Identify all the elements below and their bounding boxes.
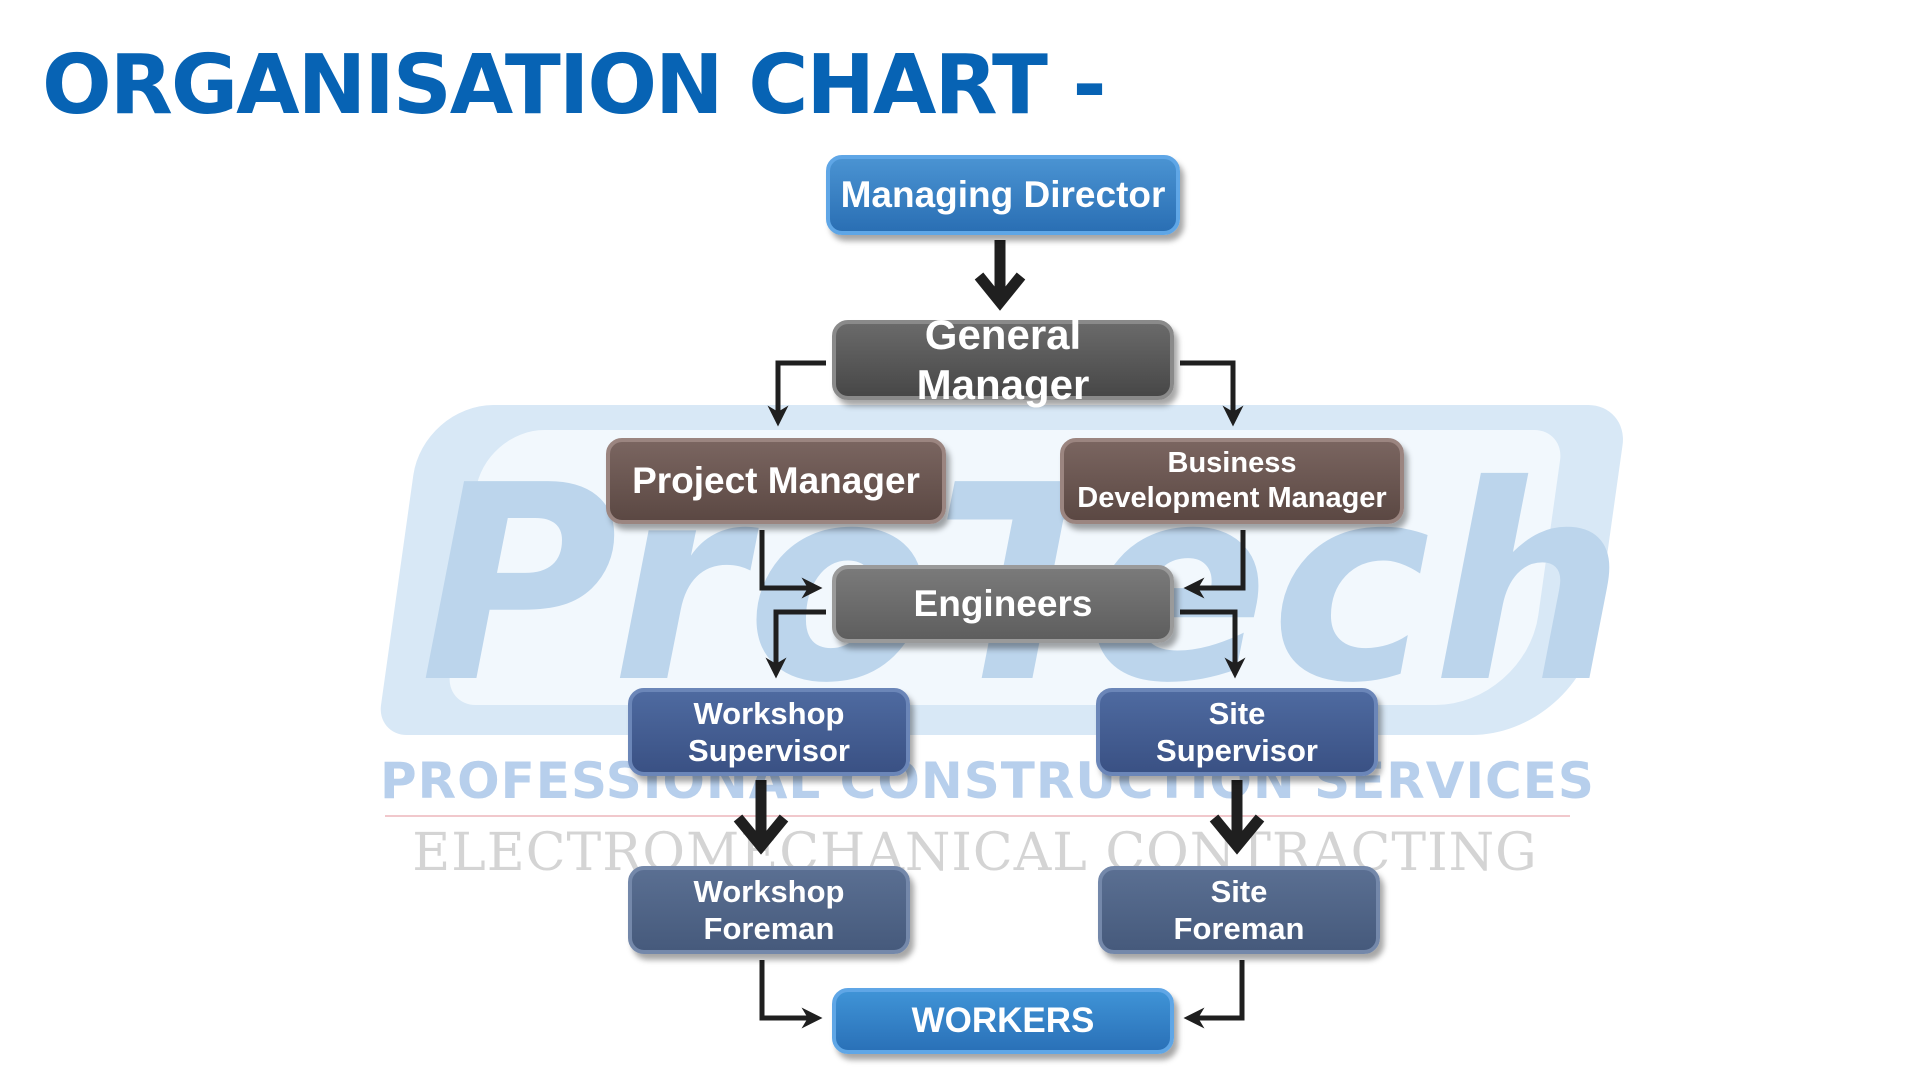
chevron-arrow-md-to-gm: [974, 240, 1026, 311]
arrow-gm-to-bdm: [1180, 360, 1244, 427]
node-managing-director: Managing Director: [826, 155, 1180, 235]
arrow-gm-to-pm: [767, 360, 826, 427]
node-site-foreman: Site Foreman: [1098, 866, 1380, 954]
node-site-supervisor: Site Supervisor: [1096, 688, 1378, 776]
node-project-manager: Project Manager: [606, 438, 946, 524]
node-label-line-1: Workshop: [693, 695, 845, 731]
node-label: Engineers: [913, 582, 1093, 624]
node-label-line-2: Supervisor: [1156, 733, 1318, 768]
node-workers: WORKERS: [832, 988, 1174, 1054]
node-label-line-2: Development Manager: [1077, 482, 1387, 514]
watermark-divider: [385, 815, 1570, 817]
page-title: ORGANISATION CHART -: [42, 38, 1106, 133]
arrow-engineers-to-workshop-supervisor: [765, 609, 826, 679]
node-engineers: Engineers: [832, 565, 1174, 643]
arrow-workshop-foreman-to-workers: [759, 960, 823, 1029]
node-label-line-1: Site: [1210, 873, 1268, 909]
node-label: Managing Director: [840, 173, 1166, 215]
node-label: General Manager: [916, 310, 1090, 408]
node-label-line-2: Supervisor: [688, 733, 850, 768]
node-label-line-1: Workshop: [693, 873, 845, 909]
arrow-pm-to-engineers: [759, 530, 823, 599]
node-label-line-2: Foreman: [1173, 911, 1305, 946]
node-label-line-1: Site: [1208, 695, 1266, 731]
node-business-development-manager: Business Development Manager: [1060, 438, 1404, 524]
node-workshop-supervisor: Workshop Supervisor: [628, 688, 910, 776]
arrow-bdm-to-engineers: [1183, 530, 1246, 599]
arrow-site-foreman-to-workers: [1183, 960, 1245, 1029]
node-general-manager: General Manager: [832, 311, 1174, 408]
chevron-arrow-ss-to-sf: [1209, 780, 1265, 855]
watermark-tagline-1: PROFESSIONAL CONSTRUCTION SERVICES: [380, 752, 1595, 810]
node-label: WORKERS: [911, 1001, 1095, 1040]
node-label-line-1: Business: [1167, 447, 1297, 480]
node-workshop-foreman: Workshop Foreman: [628, 866, 910, 954]
arrow-engineers-to-site-supervisor: [1180, 609, 1246, 679]
node-label: Project Manager: [632, 459, 920, 501]
node-label-line-2: Foreman: [703, 911, 835, 946]
chevron-arrow-ws-to-wf: [733, 780, 789, 855]
